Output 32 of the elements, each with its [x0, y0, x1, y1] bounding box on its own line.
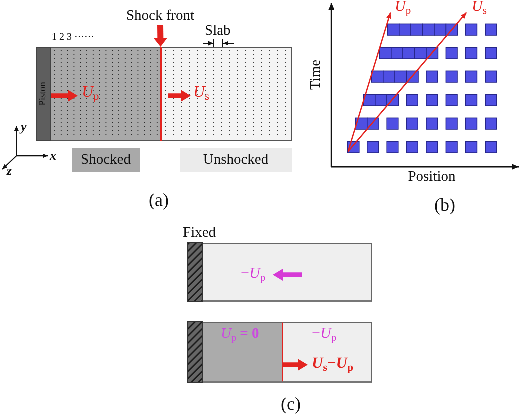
axis-label: Time	[308, 60, 324, 90]
panel-label: (b)	[434, 196, 456, 214]
key-label: Shocked	[80, 153, 132, 168]
key-label: Unshocked	[202, 153, 270, 168]
piston	[36, 47, 51, 141]
region-key	[72, 148, 140, 172]
unshocked-region	[162, 47, 292, 141]
shocked-region	[51, 47, 160, 141]
panel-label: (c)	[281, 395, 301, 413]
unshocked-region	[282, 322, 372, 383]
piston-label: Piston	[39, 82, 49, 106]
shock-front-line	[160, 47, 162, 141]
velocity-label: −U$_{p}$	[241, 267, 266, 282]
axis-label: x	[50, 149, 56, 162]
axis-label: z	[7, 164, 12, 177]
annotation-label: Fixed	[183, 226, 216, 240]
arrow	[154, 24, 168, 47]
panel-label: (a)	[149, 191, 169, 209]
callout-label: Shock front	[120, 7, 200, 25]
axis-label: y	[21, 120, 27, 133]
velocity-label: U$_{s}$−U$_{p}$	[312, 356, 354, 372]
velocity-label: U$_{p}$	[82, 85, 100, 101]
velocity-label: U$_{p}$ = 0	[221, 327, 260, 342]
velocity-label: −U$_{p}$	[312, 327, 337, 342]
index-label: 1 2 3 ······	[52, 33, 94, 43]
velocity-label: U$_{p}$	[395, 0, 412, 15]
velocity-label: U$_{s}$	[194, 85, 210, 101]
flow-region	[203, 243, 372, 302]
dimension-label: Slab	[205, 24, 231, 38]
axis-label: Position	[408, 170, 456, 184]
velocity-label: U$_{s}$	[472, 0, 487, 15]
shocked-region	[203, 322, 282, 383]
